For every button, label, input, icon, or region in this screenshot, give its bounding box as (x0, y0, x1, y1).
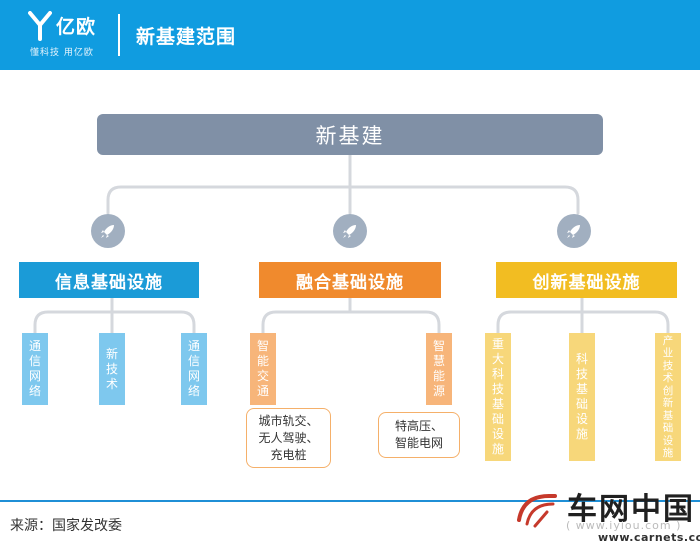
header-divider (118, 14, 120, 56)
carnets-logo-icon (517, 494, 557, 528)
innovation-item: 重大科技基础设施 (485, 333, 511, 461)
brand-name: 亿欧 (56, 16, 97, 38)
category-innovation: 创新基础设施 (496, 262, 677, 298)
watermark-text: 车网中国 (567, 492, 695, 527)
info-item: 通信网络 (22, 333, 48, 405)
fusion-branch (261, 310, 441, 335)
fusion-item: 智慧能源 (426, 333, 452, 405)
category-info: 信息基础设施 (19, 262, 199, 298)
watermark-url-secondary: www.carnets.com (598, 531, 700, 544)
top-branch (106, 185, 580, 215)
innovation-item: 产业技术创新基础设施 (655, 333, 681, 461)
header-banner: 亿欧 懂科技 用亿欧 新基建范围 (0, 0, 700, 70)
page-title: 新基建范围 (136, 26, 237, 48)
footer-divider (0, 500, 700, 502)
rocket-icon (91, 214, 125, 248)
category-fusion: 融合基础设施 (259, 262, 441, 298)
source-note: 来源：国家发改委 (10, 518, 122, 534)
rocket-icon (557, 214, 591, 248)
fusion-item: 智能交通 (250, 333, 276, 405)
brand-tagline: 懂科技 用亿欧 (30, 48, 94, 58)
watermark-url: ( www.iyiou.com ) (566, 519, 682, 532)
yiou-logo-icon (28, 11, 52, 41)
info-branch (33, 310, 196, 335)
innovation-item: 科技基础设施 (569, 333, 595, 461)
info-item: 新技术 (99, 333, 125, 405)
info-item: 通信网络 (181, 333, 207, 405)
rocket-icon (333, 214, 367, 248)
fusion-note: 城市轨交、 无人驾驶、 充电桩 (246, 408, 331, 468)
root-node: 新基建 (97, 114, 603, 155)
fusion-note: 特高压、 智能电网 (378, 412, 460, 458)
